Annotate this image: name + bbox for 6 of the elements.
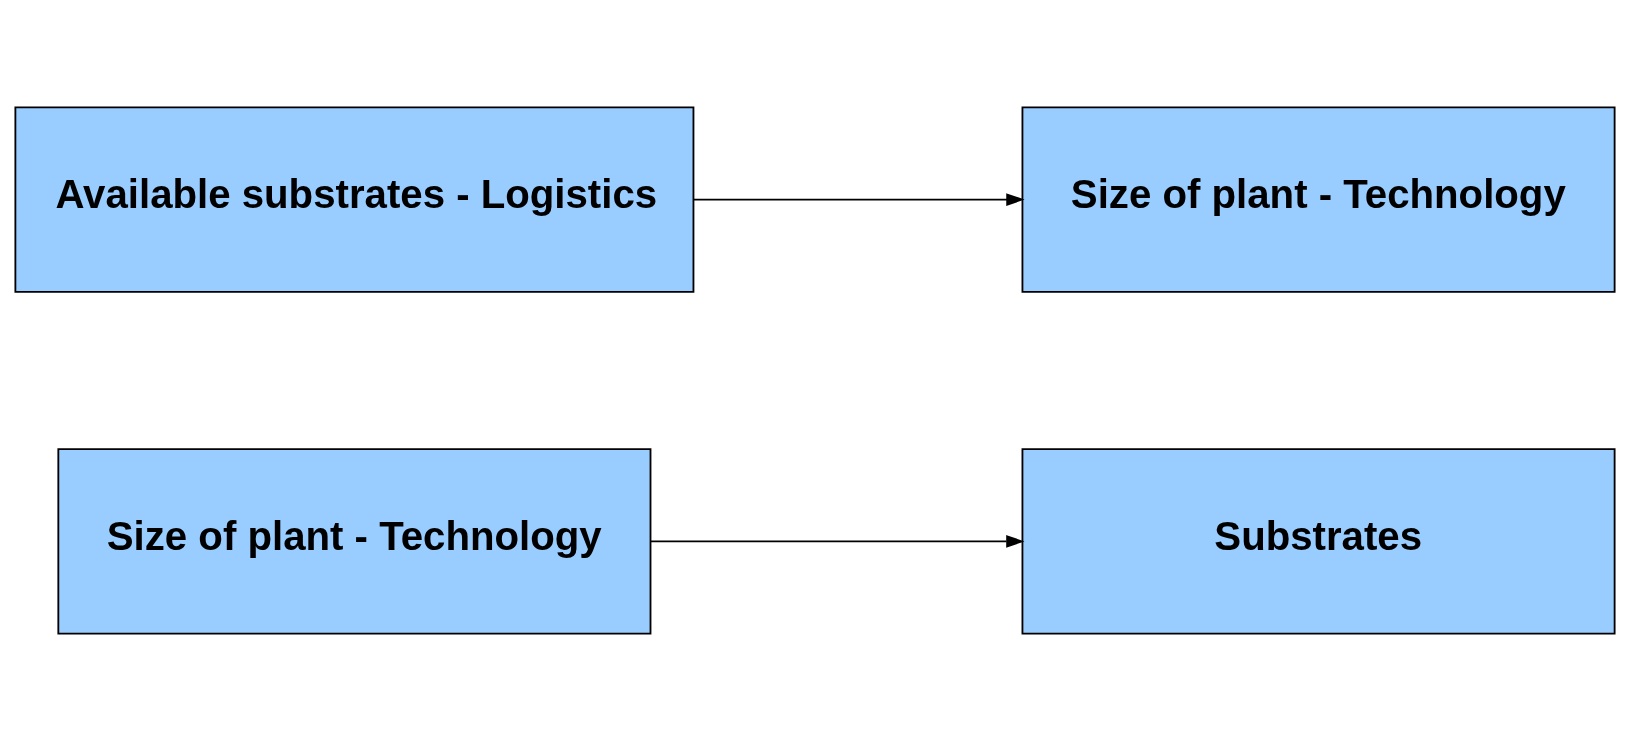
arrow [692, 193, 1025, 206]
node-box: Size of plant - Technology [1021, 106, 1616, 293]
node-box: Size of plant - Technology [57, 448, 652, 635]
arrow [650, 535, 1025, 548]
node-box: Available substrates - Logistics [14, 106, 695, 293]
node-box: Substrates [1021, 448, 1616, 635]
